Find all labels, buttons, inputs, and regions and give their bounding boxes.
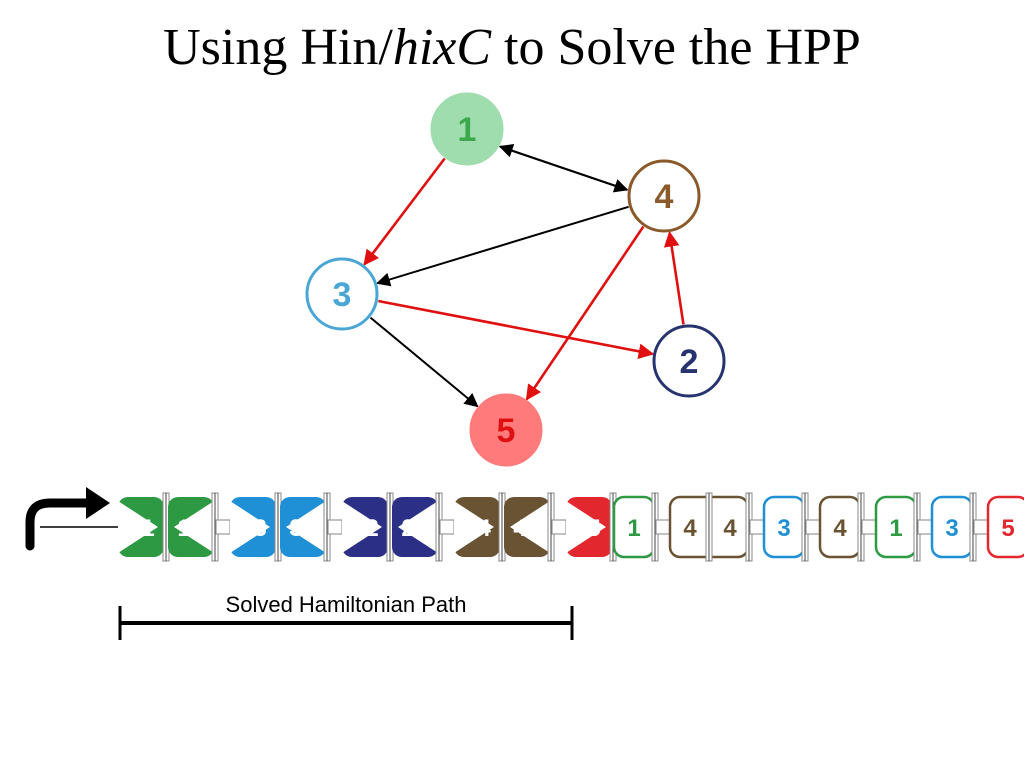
node-circle bbox=[430, 92, 504, 166]
linker bbox=[749, 519, 765, 535]
segment-label: 5 bbox=[1001, 515, 1014, 542]
linker bbox=[327, 519, 343, 535]
solved-gene-block bbox=[342, 497, 388, 557]
segment-label: 3 bbox=[777, 515, 790, 542]
node-4: 4 bbox=[627, 159, 701, 233]
promoter-arrow-icon bbox=[25, 487, 118, 551]
edge-4-to-1 bbox=[498, 144, 628, 191]
segment-label: 3 bbox=[253, 515, 266, 542]
segment-label: 5 bbox=[587, 515, 600, 542]
title-prefix: Using Hin/ bbox=[163, 19, 393, 76]
graph-nodes: 1 2 3 4 5 bbox=[305, 92, 726, 467]
node-label: 5 bbox=[497, 412, 516, 450]
linker bbox=[805, 519, 821, 535]
segment-label: 4 bbox=[477, 515, 491, 542]
solved-gene-block bbox=[118, 497, 164, 557]
node-circle bbox=[469, 393, 543, 467]
solved-gene-block bbox=[454, 497, 500, 557]
node-5: 5 bbox=[469, 393, 543, 467]
edge-2-to-4 bbox=[663, 231, 685, 325]
gene-block bbox=[986, 495, 1024, 559]
segment-label: 2 bbox=[365, 515, 378, 542]
node-circle bbox=[627, 159, 701, 233]
linker bbox=[861, 519, 877, 535]
solved-gene-block bbox=[230, 497, 276, 557]
solved-gene-block bbox=[168, 497, 214, 557]
edge-4-to-3 bbox=[376, 205, 629, 287]
linker bbox=[973, 519, 989, 535]
segment-label: 3 bbox=[289, 515, 302, 542]
title-suffix: to Solve the HPP bbox=[491, 19, 861, 76]
title-italic: hixC bbox=[392, 19, 492, 76]
node-label: 1 bbox=[458, 111, 477, 149]
linker bbox=[917, 519, 933, 535]
segment-label: 4 bbox=[683, 515, 697, 542]
linker bbox=[439, 519, 455, 535]
linker bbox=[655, 519, 671, 535]
solved-gene-block bbox=[566, 497, 612, 557]
node-1: 1 bbox=[430, 92, 504, 166]
segment-label: 1 bbox=[141, 515, 154, 542]
segment-label: 1 bbox=[889, 515, 902, 542]
segment-label: 4 bbox=[513, 515, 527, 542]
graph-edges bbox=[363, 144, 685, 408]
solved-gene-block bbox=[280, 497, 326, 557]
segment-label: 2 bbox=[401, 515, 414, 542]
segment-label: 4 bbox=[723, 515, 737, 542]
node-label: 3 bbox=[333, 276, 352, 314]
node-label: 2 bbox=[680, 343, 699, 381]
node-3: 3 bbox=[305, 257, 379, 331]
segment-label: 3 bbox=[945, 515, 958, 542]
hix-site bbox=[705, 492, 713, 562]
edge-1-to-3 bbox=[363, 157, 446, 266]
solved-gene-block bbox=[504, 497, 550, 557]
node-circle bbox=[305, 257, 379, 331]
solved-path-bracket: Solved Hamiltonian Path bbox=[118, 592, 574, 640]
linker bbox=[215, 519, 231, 535]
edge-4-to-5 bbox=[525, 225, 645, 401]
path-caption: Solved Hamiltonian Path bbox=[226, 592, 467, 617]
node-circle bbox=[652, 324, 726, 398]
segment-label: 1 bbox=[627, 515, 640, 542]
solved-gene-block bbox=[392, 497, 438, 557]
segment-label: 4 bbox=[833, 515, 847, 542]
slide-title: Using Hin/hixC to Solve the HPP bbox=[0, 18, 1024, 77]
node-label: 4 bbox=[655, 178, 674, 216]
linker bbox=[551, 519, 567, 535]
edge-3-to-2 bbox=[378, 299, 655, 359]
edge-3-to-5 bbox=[369, 316, 479, 408]
node-2: 2 bbox=[652, 324, 726, 398]
segment-label: 1 bbox=[177, 515, 190, 542]
